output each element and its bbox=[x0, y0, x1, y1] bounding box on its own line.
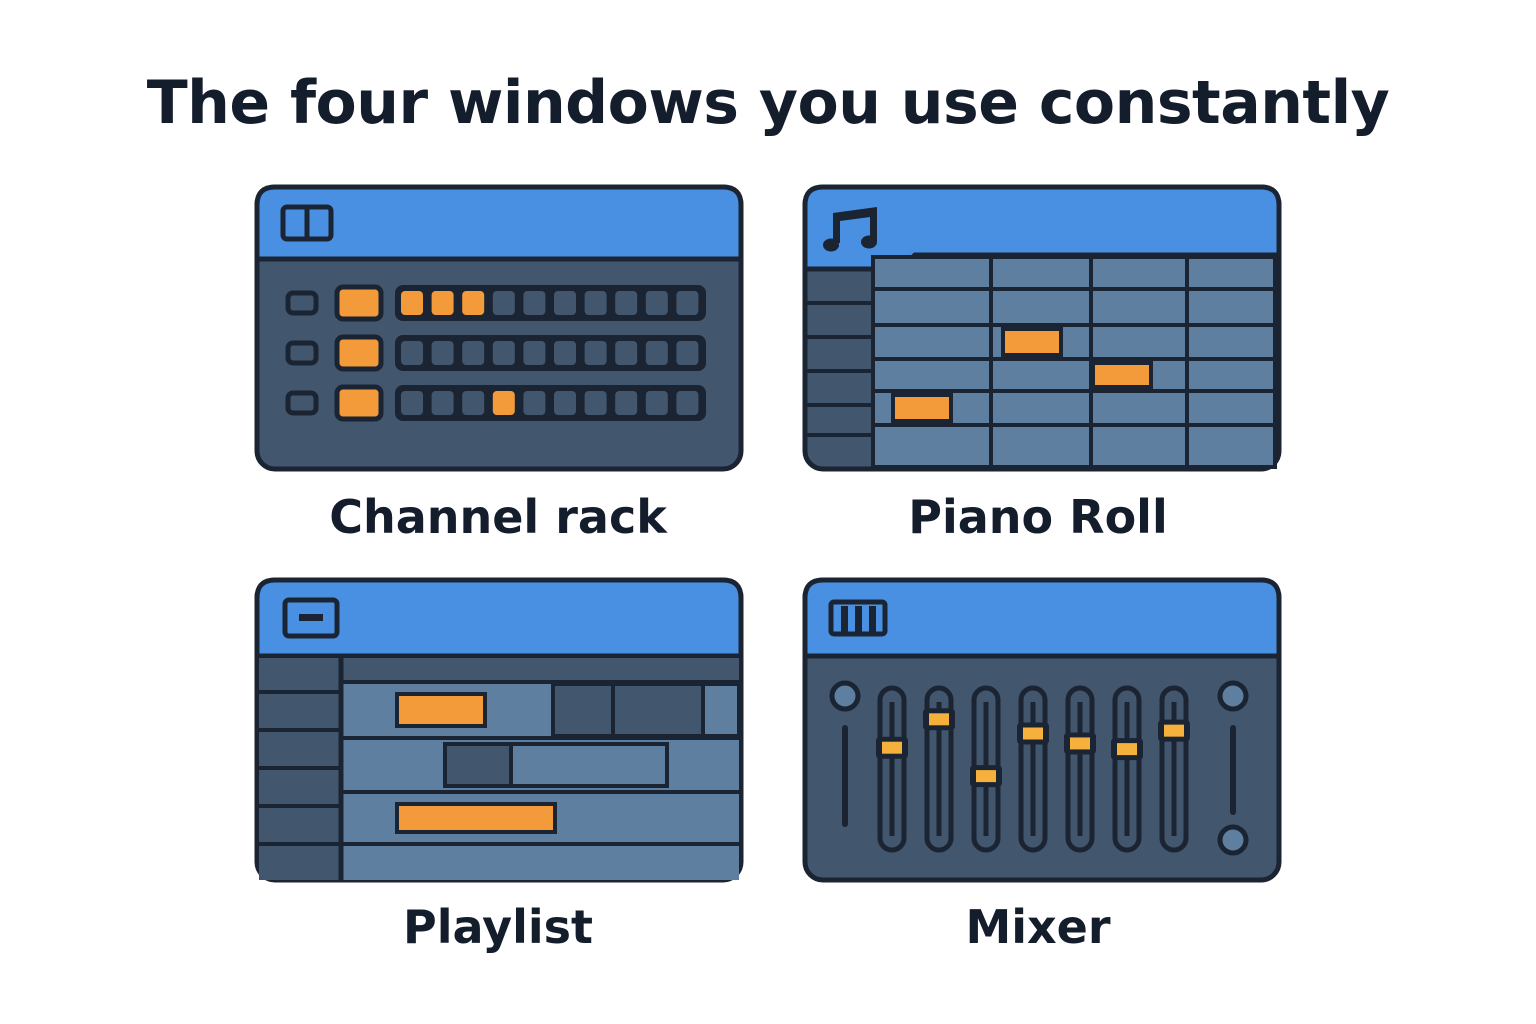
midi-note[interactable] bbox=[1091, 361, 1153, 389]
step-button[interactable] bbox=[460, 389, 487, 417]
mixer-window[interactable] bbox=[802, 577, 1282, 884]
step-button[interactable] bbox=[674, 389, 701, 417]
mixer-fader[interactable] bbox=[970, 685, 1002, 853]
piano-keys-sidebar bbox=[807, 301, 873, 437]
page-title: The four windows you use constantly bbox=[146, 68, 1390, 138]
step-button[interactable] bbox=[582, 389, 609, 417]
playlist-caption: Playlist bbox=[403, 900, 593, 954]
pattern-clip[interactable] bbox=[443, 742, 669, 788]
step-button[interactable] bbox=[490, 339, 517, 367]
piano-roll-caption: Piano Roll bbox=[908, 490, 1168, 544]
mixer-fader[interactable] bbox=[876, 685, 908, 853]
step-button[interactable] bbox=[521, 389, 548, 417]
step-button[interactable] bbox=[582, 339, 609, 367]
step-button[interactable] bbox=[399, 339, 425, 367]
midi-note[interactable] bbox=[1001, 327, 1063, 357]
piano-roll-window[interactable] bbox=[802, 184, 1282, 473]
pattern-clip[interactable] bbox=[551, 682, 741, 738]
midi-note[interactable] bbox=[891, 393, 953, 423]
channel-button[interactable] bbox=[334, 284, 384, 322]
step-button[interactable] bbox=[460, 289, 487, 317]
step-button[interactable] bbox=[429, 389, 456, 417]
step-sequencer-row[interactable] bbox=[395, 385, 706, 421]
channel-mute-light[interactable] bbox=[285, 340, 319, 366]
step-button[interactable] bbox=[490, 389, 517, 417]
music-note-icon bbox=[823, 207, 877, 252]
mixer-fader[interactable] bbox=[923, 685, 955, 853]
step-button[interactable] bbox=[552, 289, 578, 317]
master-knob-left[interactable] bbox=[829, 680, 861, 827]
step-button[interactable] bbox=[399, 289, 425, 317]
step-button[interactable] bbox=[674, 339, 701, 367]
step-button[interactable] bbox=[460, 339, 487, 367]
mixer-fader[interactable] bbox=[1064, 685, 1096, 853]
step-button[interactable] bbox=[643, 289, 670, 317]
step-sequencer-row[interactable] bbox=[395, 335, 706, 371]
step-button[interactable] bbox=[582, 289, 609, 317]
track-list bbox=[259, 658, 339, 880]
mixer-fader[interactable] bbox=[1017, 685, 1049, 853]
channel-mute-light[interactable] bbox=[285, 390, 319, 416]
step-button[interactable] bbox=[613, 339, 640, 367]
step-button[interactable] bbox=[643, 339, 670, 367]
step-button[interactable] bbox=[429, 339, 456, 367]
channel-button[interactable] bbox=[334, 384, 384, 422]
minimize-box-icon bbox=[282, 597, 340, 639]
piano-keys-icon bbox=[828, 599, 888, 637]
audio-clip[interactable] bbox=[395, 692, 487, 728]
step-button[interactable] bbox=[521, 289, 548, 317]
mixer-fader[interactable] bbox=[1111, 685, 1143, 853]
mixer-fader[interactable] bbox=[1158, 685, 1190, 853]
step-button[interactable] bbox=[613, 389, 640, 417]
channel-button[interactable] bbox=[334, 334, 384, 372]
playlist-window[interactable] bbox=[254, 577, 744, 884]
mixer-caption: Mixer bbox=[965, 900, 1111, 954]
step-button[interactable] bbox=[429, 289, 456, 317]
note-grid[interactable] bbox=[871, 255, 1277, 469]
step-button[interactable] bbox=[613, 289, 640, 317]
channel-rack-window[interactable] bbox=[254, 184, 744, 473]
step-button[interactable] bbox=[521, 339, 548, 367]
master-knob-right[interactable] bbox=[1217, 680, 1249, 856]
step-button[interactable] bbox=[674, 289, 701, 317]
step-button[interactable] bbox=[643, 389, 670, 417]
step-button[interactable] bbox=[552, 339, 578, 367]
channel-mute-light[interactable] bbox=[285, 290, 319, 316]
step-sequencer-row[interactable] bbox=[395, 285, 706, 321]
step-button[interactable] bbox=[490, 289, 517, 317]
channel-rack-caption: Channel rack bbox=[329, 490, 667, 544]
audio-clip[interactable] bbox=[395, 802, 557, 834]
step-button[interactable] bbox=[552, 389, 578, 417]
split-window-icon bbox=[280, 204, 334, 242]
step-button[interactable] bbox=[399, 389, 425, 417]
